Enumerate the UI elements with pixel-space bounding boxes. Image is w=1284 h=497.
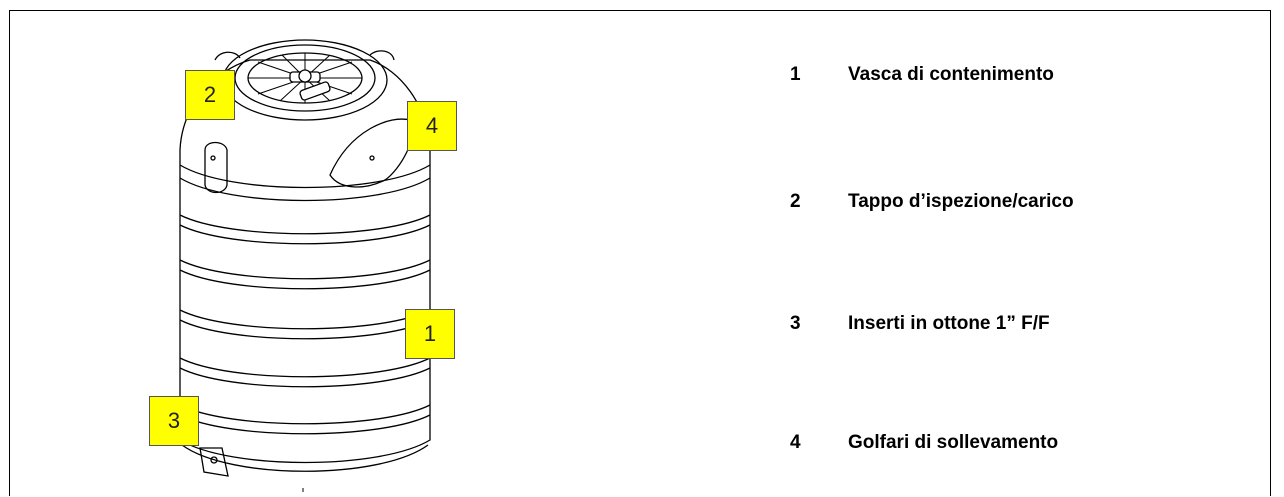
legend-label: Tappo d’ispezione/carico (848, 191, 1074, 212)
legend-label: Golfari di sollevamento (848, 432, 1059, 453)
callout-1: 1 (405, 309, 455, 359)
legend-number: 1 (790, 64, 801, 85)
legend-number: 3 (790, 313, 801, 334)
callout-3: 3 (149, 396, 199, 446)
callout-2: 2 (185, 70, 235, 120)
legend-label: Inserti in ottone 1” F/F (848, 313, 1050, 334)
legend-number: 4 (790, 432, 801, 453)
diagram-frame (9, 10, 1271, 496)
callout-4: 4 (407, 101, 457, 151)
legend-number: 2 (790, 191, 801, 212)
legend-item-4: 4 Golfari di sollevamento (790, 432, 1058, 454)
legend-item-3: 3 Inserti in ottone 1” F/F (790, 313, 1050, 335)
legend-item-2: 2 Tappo d’ispezione/carico (790, 191, 1074, 213)
legend-item-1: 1 Vasca di contenimento (790, 64, 1054, 86)
legend-label: Vasca di contenimento (848, 64, 1054, 85)
